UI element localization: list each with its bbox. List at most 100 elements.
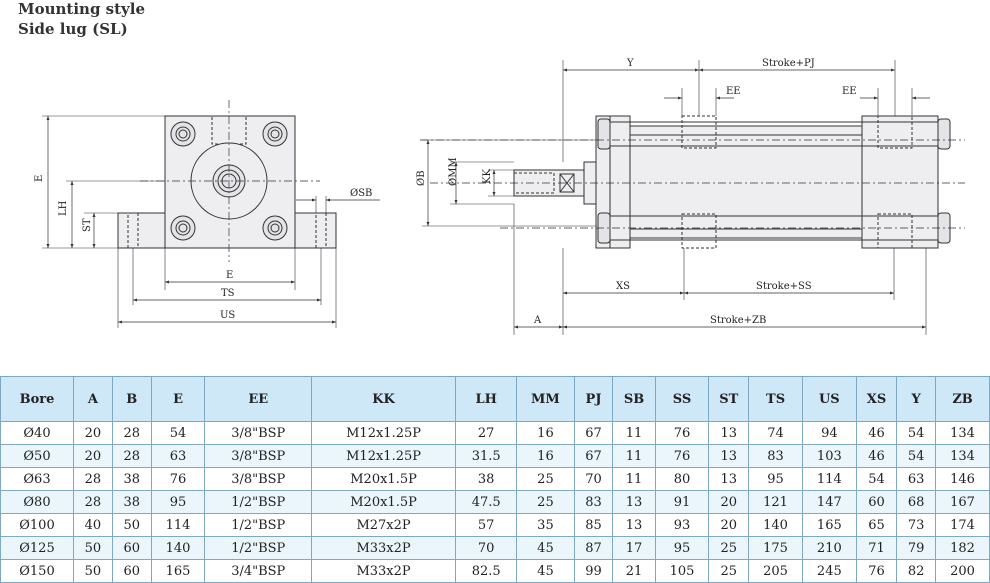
tie-rod-nut bbox=[170, 121, 196, 147]
table-cell: 174 bbox=[935, 513, 990, 537]
table-cell: 71 bbox=[855, 536, 898, 560]
table-cell: 140 bbox=[150, 536, 206, 560]
table-cell: 20 bbox=[708, 513, 750, 537]
table-cell: 20 bbox=[708, 490, 750, 514]
column-header: MM bbox=[516, 376, 575, 422]
table-cell: 46 bbox=[855, 444, 898, 468]
table-cell: 54 bbox=[896, 421, 937, 445]
table-cell: 83 bbox=[573, 490, 614, 514]
dim-label-b: ØB bbox=[416, 170, 427, 186]
dim-label-stroke-zb: Stroke+ZB bbox=[710, 315, 766, 326]
table-cell: M12x1.25P bbox=[311, 444, 457, 468]
table-cell: 80 bbox=[654, 467, 710, 491]
page-subtitle: Side lug (SL) bbox=[18, 20, 128, 38]
table-cell: 13 bbox=[708, 421, 750, 445]
table-cell: 70 bbox=[455, 536, 518, 560]
side-view bbox=[420, 60, 965, 335]
table-cell: 54 bbox=[855, 467, 898, 491]
table-cell: 76 bbox=[654, 421, 710, 445]
column-header: EE bbox=[204, 376, 313, 422]
table-cell: 40 bbox=[72, 513, 113, 537]
table-cell: 13 bbox=[612, 513, 656, 537]
dim-label-kk: KK bbox=[482, 169, 493, 184]
table-cell: 38 bbox=[111, 467, 152, 491]
dim-label-y: Y bbox=[626, 58, 634, 69]
dim-label-stroke-pj: Stroke+PJ bbox=[762, 58, 815, 69]
table-cell: 91 bbox=[654, 490, 710, 514]
table-cell: 3/8"BSP bbox=[204, 444, 313, 468]
table-cell: 99 bbox=[573, 559, 614, 583]
dim-label-ts: TS bbox=[221, 288, 235, 299]
table-cell: 54 bbox=[896, 444, 937, 468]
table-cell: 20 bbox=[72, 444, 113, 468]
table-cell: 82.5 bbox=[455, 559, 518, 583]
table-cell: 25 bbox=[516, 467, 575, 491]
table-cell: 200 bbox=[935, 559, 990, 583]
table-cell: 76 bbox=[654, 444, 710, 468]
table-cell: 147 bbox=[801, 490, 857, 514]
table-cell: Ø40 bbox=[0, 421, 74, 445]
table-cell: 28 bbox=[111, 444, 152, 468]
table-cell: 50 bbox=[111, 513, 152, 537]
column-header: XS bbox=[855, 376, 898, 422]
table-cell: 17 bbox=[612, 536, 656, 560]
table-cell: 76 bbox=[855, 559, 898, 583]
table-cell: 11 bbox=[612, 421, 656, 445]
table-cell: Ø125 bbox=[0, 536, 74, 560]
table-cell: 63 bbox=[896, 467, 937, 491]
table-cell: 45 bbox=[516, 536, 575, 560]
table-cell: Ø80 bbox=[0, 490, 74, 514]
table-cell: 70 bbox=[573, 467, 614, 491]
table-cell: 134 bbox=[935, 444, 990, 468]
dim-label-a: A bbox=[533, 315, 542, 326]
dim-label-st: ST bbox=[82, 218, 93, 232]
dim-label-lh: LH bbox=[58, 200, 69, 216]
table-cell: 140 bbox=[748, 513, 803, 537]
table-cell: 67 bbox=[573, 444, 614, 468]
table-cell: M12x1.25P bbox=[311, 421, 457, 445]
dim-label-xs: XS bbox=[616, 281, 630, 292]
table-cell: 3/8"BSP bbox=[204, 467, 313, 491]
table-cell: 65 bbox=[855, 513, 898, 537]
column-header: ST bbox=[708, 376, 750, 422]
table-cell: 28 bbox=[72, 467, 113, 491]
table-cell: 46 bbox=[855, 421, 898, 445]
table-cell: Ø63 bbox=[0, 467, 74, 491]
page-title: Mounting style bbox=[18, 0, 145, 18]
table-cell: 3/8"BSP bbox=[204, 421, 313, 445]
tie-rod-nut bbox=[262, 121, 288, 147]
table-cell: 38 bbox=[111, 490, 152, 514]
column-header: Y bbox=[896, 376, 937, 422]
table-cell: 175 bbox=[748, 536, 803, 560]
table-cell: 63 bbox=[150, 444, 206, 468]
table-cell: 60 bbox=[111, 536, 152, 560]
table-cell: 28 bbox=[111, 421, 152, 445]
table-cell: 67 bbox=[573, 421, 614, 445]
table-cell: 60 bbox=[855, 490, 898, 514]
column-header: ZB bbox=[935, 376, 990, 422]
table-cell: 83 bbox=[748, 444, 803, 468]
table-cell: 95 bbox=[654, 536, 710, 560]
table-cell: 13 bbox=[708, 467, 750, 491]
table-cell: 93 bbox=[654, 513, 710, 537]
column-header: TS bbox=[748, 376, 803, 422]
table-cell: 16 bbox=[516, 421, 575, 445]
table-cell: 54 bbox=[150, 421, 206, 445]
front-view bbox=[42, 100, 380, 328]
table-cell: M20x1.5P bbox=[311, 490, 457, 514]
technical-drawing: E LH ST ØSB E TS US bbox=[34, 58, 965, 335]
table-cell: 45 bbox=[516, 559, 575, 583]
dim-label-e-vertical: E bbox=[34, 175, 45, 182]
table-cell: M27x2P bbox=[311, 513, 457, 537]
rear-head bbox=[861, 115, 939, 249]
column-header: LH bbox=[455, 376, 518, 422]
table-cell: 60 bbox=[111, 559, 152, 583]
table-cell: M33x2P bbox=[311, 559, 457, 583]
table-cell: 21 bbox=[612, 559, 656, 583]
table-cell: 245 bbox=[801, 559, 857, 583]
dim-label-us: US bbox=[220, 310, 235, 321]
